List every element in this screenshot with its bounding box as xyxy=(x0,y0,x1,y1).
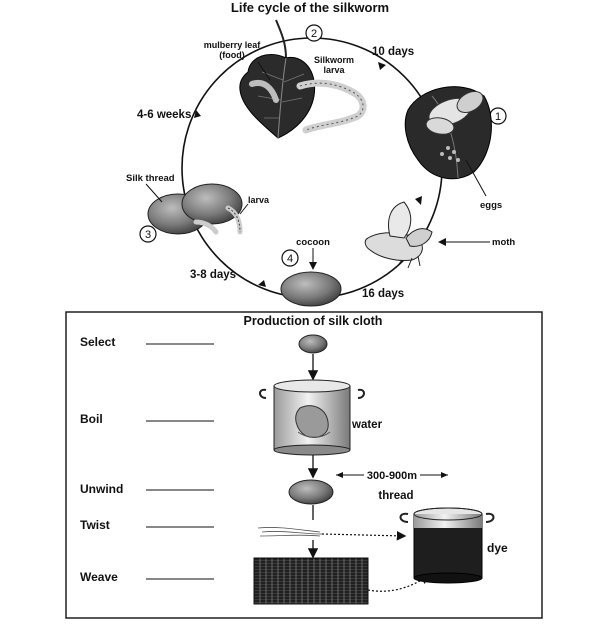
larva-pointer xyxy=(239,203,249,215)
silkworm-larva-label: larva xyxy=(323,65,345,75)
silk-thread-label: Silk thread xyxy=(126,173,175,184)
length-arrow-right xyxy=(441,472,448,478)
larva-label: larva xyxy=(248,195,270,205)
moth-label: moth xyxy=(492,237,515,248)
step-label-unwind: Unwind xyxy=(80,482,123,496)
stage-number: 4 xyxy=(287,253,293,265)
to-dye-arrow xyxy=(321,531,407,541)
stage-marker-3: 3 xyxy=(139,225,157,243)
unwind-cocoon-illustration xyxy=(288,479,334,505)
step-label-twist: Twist xyxy=(80,518,110,532)
production-title: Production of silk cloth xyxy=(244,314,383,328)
duration-label: 4-6 weeks xyxy=(137,109,191,121)
mulberry-leaf-pointer xyxy=(257,61,271,81)
silkworm-larva-illustration xyxy=(249,79,367,134)
production-panel xyxy=(65,311,543,619)
silkworm-larva-label: Silkworm xyxy=(314,55,354,65)
silk-thread-pointer xyxy=(145,183,163,203)
thread-length-label: 300-900m xyxy=(367,470,417,482)
cocoon-label: cocoon xyxy=(296,237,330,248)
lifecycle-title: Life cycle of the silkworm xyxy=(231,0,389,15)
duration-label: 3-8 days xyxy=(190,269,236,281)
eggs-pointer xyxy=(465,159,487,197)
water-label: water xyxy=(351,419,383,431)
length-arrow-left xyxy=(336,472,343,478)
stage-marker-4: 4 xyxy=(281,249,299,267)
moth-illustration xyxy=(364,201,433,269)
cycle-arrowhead xyxy=(415,196,422,205)
step-label-select: Select xyxy=(80,335,115,349)
stage-number: 3 xyxy=(145,229,151,241)
step-label-boil: Boil xyxy=(80,412,103,426)
woven-cloth-illustration xyxy=(253,557,369,605)
dye-label: dye xyxy=(487,541,508,555)
cycle-arrowhead xyxy=(258,280,266,287)
duration-label: 16 days xyxy=(362,288,404,300)
cocoon-illustration xyxy=(280,271,342,307)
step-label-weave: Weave xyxy=(80,570,118,584)
cycle-arrowhead xyxy=(194,110,201,118)
stage-marker-1: 1 xyxy=(489,107,507,125)
mulberry-leaf-label: mulberry leaf xyxy=(204,40,262,50)
boiling-pot-illustration xyxy=(259,379,365,456)
mulberry-leaf-label: (food) xyxy=(219,50,244,60)
thread-label: thread xyxy=(378,490,413,502)
stage-marker-2: 2 xyxy=(305,24,323,42)
dye-pot-illustration xyxy=(399,507,495,584)
from-dye-arrow xyxy=(367,574,430,592)
stage-number: 1 xyxy=(495,111,501,123)
eggs-label: eggs xyxy=(480,200,502,211)
moth-on-leaf-illustration xyxy=(404,86,492,180)
duration-label: 10 days xyxy=(372,46,414,58)
stage-number: 2 xyxy=(311,28,317,40)
cycle-arrowhead xyxy=(378,62,386,70)
selected-cocoon-illustration xyxy=(298,334,328,354)
spinning-larvae-illustration xyxy=(147,183,243,235)
twisted-thread-illustration xyxy=(257,527,323,537)
